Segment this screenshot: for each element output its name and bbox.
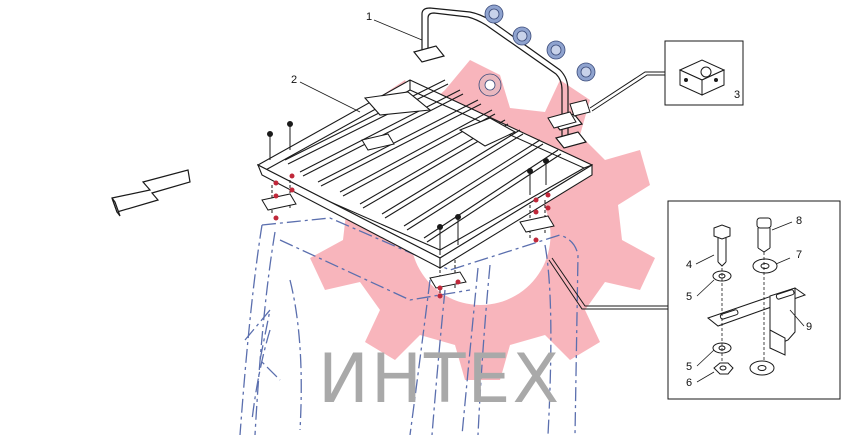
work-lamp-icon — [478, 4, 596, 97]
cab-outline — [239, 217, 579, 436]
callout-5-upper: 5 — [686, 291, 692, 303]
roof-rack-frame — [256, 79, 594, 269]
watermark-text: ИНТЕХ — [318, 340, 561, 419]
callout-5-lower: 5 — [686, 361, 692, 373]
detail-inset-mount — [667, 200, 841, 400]
detail-inset-3 — [664, 40, 744, 106]
callout-6: 6 — [686, 377, 692, 389]
callout-8: 8 — [796, 215, 802, 227]
callout-2: 2 — [291, 74, 297, 86]
direction-arrow-icon — [111, 169, 191, 217]
leader-to-mount-inset — [548, 257, 668, 310]
rack-clamps — [261, 111, 577, 289]
callout-3: 3 — [734, 89, 740, 101]
leader-to-inset-3 — [569, 71, 665, 117]
callout-9: 9 — [806, 321, 812, 333]
callout-4: 4 — [686, 259, 692, 271]
callout-7: 7 — [796, 249, 802, 261]
rack-nuts — [273, 173, 551, 299]
callout-leaders — [299, 19, 805, 383]
callout-1: 1 — [366, 11, 372, 23]
